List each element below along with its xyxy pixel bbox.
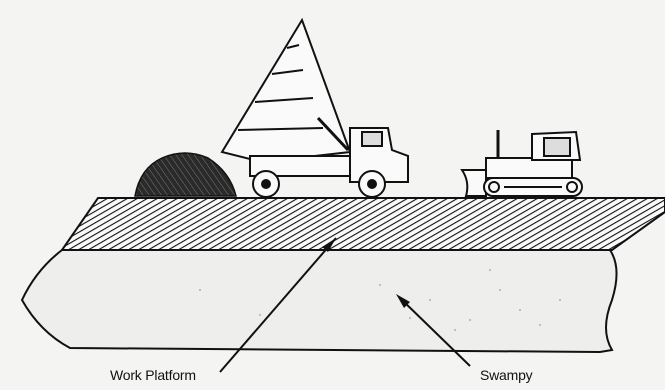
swampy-arrowhead — [396, 294, 410, 308]
bulldozer — [460, 130, 583, 197]
swampy-label: Swampy — [480, 367, 533, 383]
gravel-pile — [134, 152, 237, 197]
work-platform-layer — [60, 197, 665, 251]
swamp-texture — [199, 269, 561, 331]
dump-truck — [220, 17, 409, 198]
work-platform-label: Work Platform — [110, 367, 196, 383]
work-platform-arrowhead — [322, 238, 336, 252]
swampy-leader — [399, 297, 471, 367]
swamp-layer — [20, 249, 618, 354]
work-platform-leader — [219, 237, 337, 373]
